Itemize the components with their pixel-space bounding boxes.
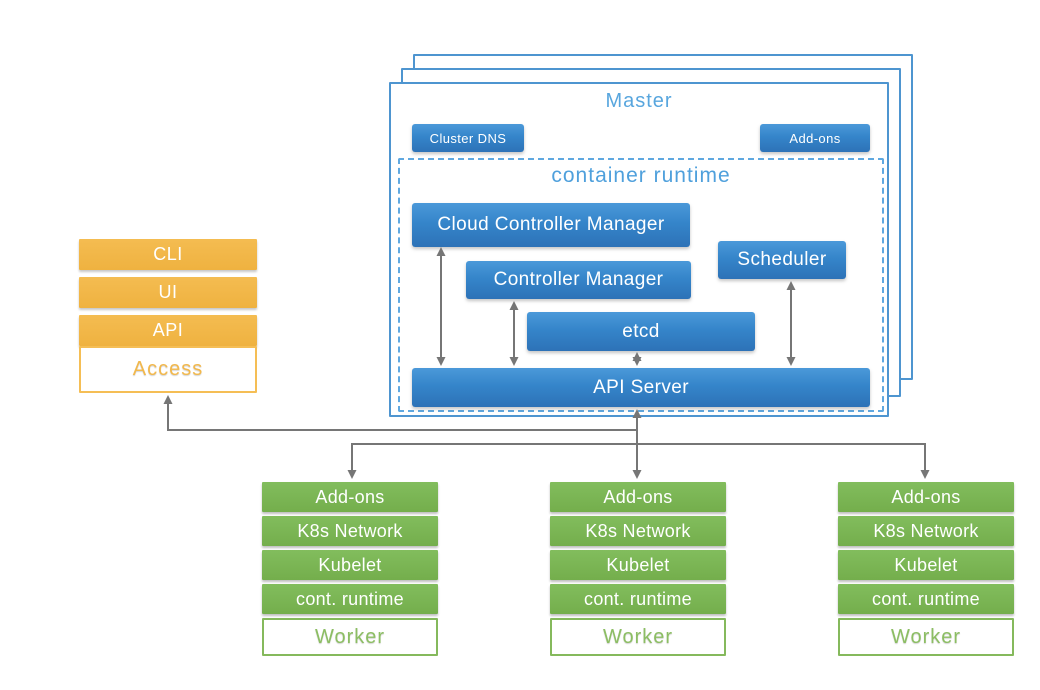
master-addons-badge: Add-ons (760, 124, 870, 152)
cli-row: CLI (79, 239, 257, 270)
worker-node-3: Add-ons K8s Network Kubelet cont. runtim… (838, 482, 1014, 656)
controller-manager-box: Controller Manager (466, 261, 691, 299)
master-box: Master Cluster DNS Add-ons container run… (389, 82, 889, 417)
master-title: Master (605, 90, 673, 112)
cluster-dns-badge: Cluster DNS (412, 124, 524, 152)
worker-title-box: Worker (838, 618, 1014, 656)
access-stack: CLI UI API Access (79, 239, 257, 393)
worker-node-2: Add-ons K8s Network Kubelet cont. runtim… (550, 482, 726, 656)
worker-title-box: Worker (262, 618, 438, 656)
container-runtime-title: container runtime (551, 164, 731, 187)
worker-runtime-row: cont. runtime (550, 584, 726, 614)
api-server-box: API Server (412, 368, 870, 407)
etcd-box: etcd (527, 312, 755, 351)
worker-addons-row: Add-ons (262, 482, 438, 512)
ui-row: UI (79, 277, 257, 308)
worker-title-box: Worker (550, 618, 726, 656)
worker-network-row: K8s Network (550, 516, 726, 546)
worker-runtime-row: cont. runtime (838, 584, 1014, 614)
worker-kubelet-row: Kubelet (262, 550, 438, 580)
scheduler-box: Scheduler (718, 241, 846, 279)
worker-kubelet-row: Kubelet (550, 550, 726, 580)
cloud-controller-manager-box: Cloud Controller Manager (412, 203, 690, 247)
worker-kubelet-row: Kubelet (838, 550, 1014, 580)
worker-addons-row: Add-ons (550, 482, 726, 512)
worker-runtime-row: cont. runtime (262, 584, 438, 614)
worker-network-row: K8s Network (838, 516, 1014, 546)
access-title-box: Access (79, 346, 257, 393)
container-runtime-box: container runtime Cloud Controller Manag… (398, 158, 884, 412)
worker-network-row: K8s Network (262, 516, 438, 546)
worker-node-1: Add-ons K8s Network Kubelet cont. runtim… (262, 482, 438, 656)
worker-addons-row: Add-ons (838, 482, 1014, 512)
api-row: API (79, 315, 257, 346)
